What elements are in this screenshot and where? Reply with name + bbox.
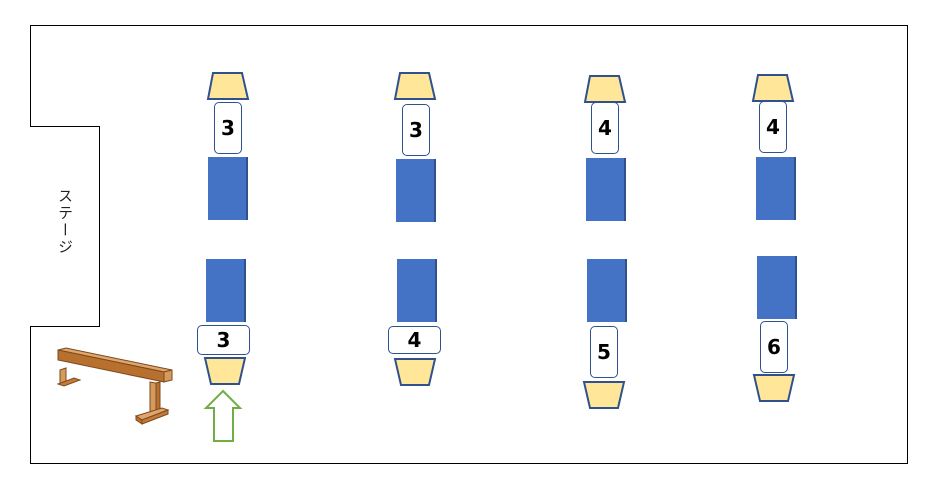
mat-top-2 <box>396 159 436 222</box>
mat-bottom-2 <box>397 259 437 322</box>
stage-label: ステージ <box>56 188 74 256</box>
number-tag-top-3: 4 <box>591 102 619 154</box>
number-tag-bottom-2: 4 <box>388 326 441 354</box>
number-tag-bottom-4: 6 <box>760 321 788 373</box>
mat-top-4 <box>756 157 796 220</box>
arrow-up-icon <box>203 389 243 442</box>
vaulting-box-bottom-2 <box>393 358 437 386</box>
vaulting-box-bottom-4 <box>752 374 796 402</box>
mat-bottom-4 <box>757 256 797 319</box>
mat-top-1 <box>208 157 248 220</box>
number-tag-bottom-1: 3 <box>197 325 250 355</box>
number-tag-top-1: 3 <box>214 102 242 154</box>
number-tag-bottom-3: 5 <box>590 326 618 378</box>
vaulting-box-bottom-1 <box>203 357 247 385</box>
vaulting-box-top-3 <box>583 75 627 103</box>
number-tag-top-4: 4 <box>759 101 787 153</box>
vaulting-box-bottom-3 <box>582 381 626 409</box>
vaulting-box-top-2 <box>393 72 437 100</box>
mat-top-3 <box>586 158 626 221</box>
vaulting-box-top-4 <box>751 74 795 102</box>
number-tag-top-2: 3 <box>402 104 430 156</box>
stage-area <box>30 126 100 327</box>
mat-bottom-1 <box>206 259 246 322</box>
mat-bottom-3 <box>587 259 627 322</box>
balance-beam-icon <box>56 347 173 425</box>
vaulting-box-top-1 <box>206 72 250 100</box>
